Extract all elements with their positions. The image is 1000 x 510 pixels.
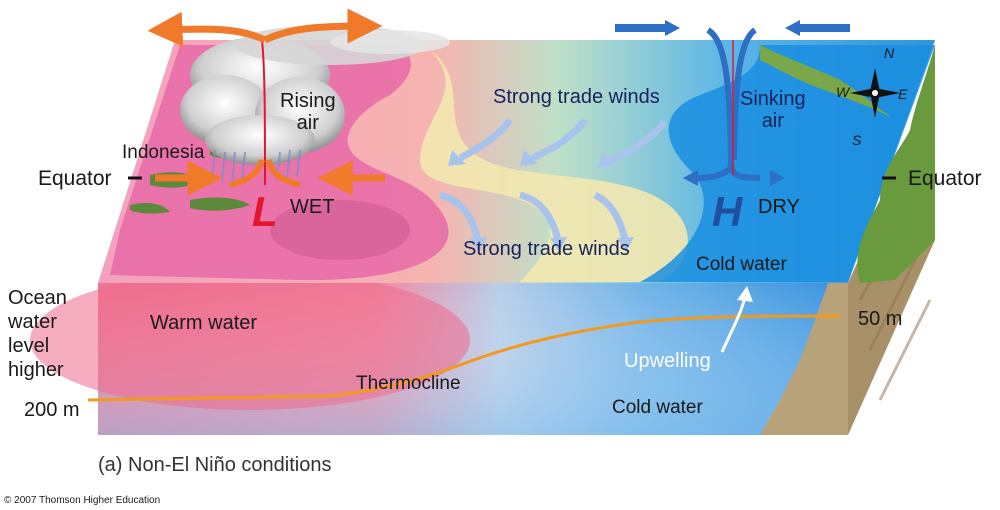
upwelling-arrowhead <box>737 286 753 302</box>
dry-label: DRY <box>758 196 800 218</box>
caption: (a) Non-El Niño conditions <box>98 454 332 476</box>
rising-air-label: Rising air <box>280 90 336 134</box>
compass-rose <box>850 68 900 118</box>
south-america <box>857 45 935 283</box>
upwelling-label: Upwelling <box>624 350 711 372</box>
wet-label: WET <box>290 196 335 218</box>
equator-label-right: Equator <box>908 167 982 190</box>
cold-water-surface-label: Cold water <box>696 254 787 275</box>
ocean-level-label: Ocean water level higher <box>8 287 67 381</box>
compass-e: E <box>898 86 908 102</box>
low-pressure-symbol: L <box>252 188 278 235</box>
depth-200m-label: 200 m <box>24 399 80 421</box>
sinking-air-label: Sinking air <box>740 88 806 132</box>
copyright: © 2007 Thomson Higher Education <box>4 495 161 506</box>
sinking-air-arrows <box>615 20 850 186</box>
thermocline-label: Thermocline <box>356 373 461 394</box>
rising-air-arrows <box>147 8 385 196</box>
warm-water-label: Warm water <box>150 312 258 334</box>
indonesia-label: Indonesia <box>122 142 205 163</box>
high-pressure-symbol: H <box>712 188 743 235</box>
compass-w: W <box>836 84 850 100</box>
depth-50m-label: 50 m <box>858 308 903 330</box>
warm-core <box>270 200 410 260</box>
compass-n: N <box>884 45 895 61</box>
central-america <box>760 45 895 120</box>
compass-s: S <box>852 132 862 148</box>
strong-trade-winds-label-bottom: Strong trade winds <box>463 238 630 260</box>
cold-water-deep-label: Cold water <box>612 397 703 418</box>
equator-label-left: Equator <box>38 167 112 190</box>
cold-surface-region <box>640 45 935 282</box>
land-side <box>760 283 848 435</box>
upwelling-arrow <box>720 297 747 353</box>
strong-trade-winds-label-top: Strong trade winds <box>493 86 660 108</box>
trade-wind-arrowheads <box>448 150 634 252</box>
warm-pool <box>30 270 470 410</box>
trade-wind-arrows <box>438 117 668 241</box>
